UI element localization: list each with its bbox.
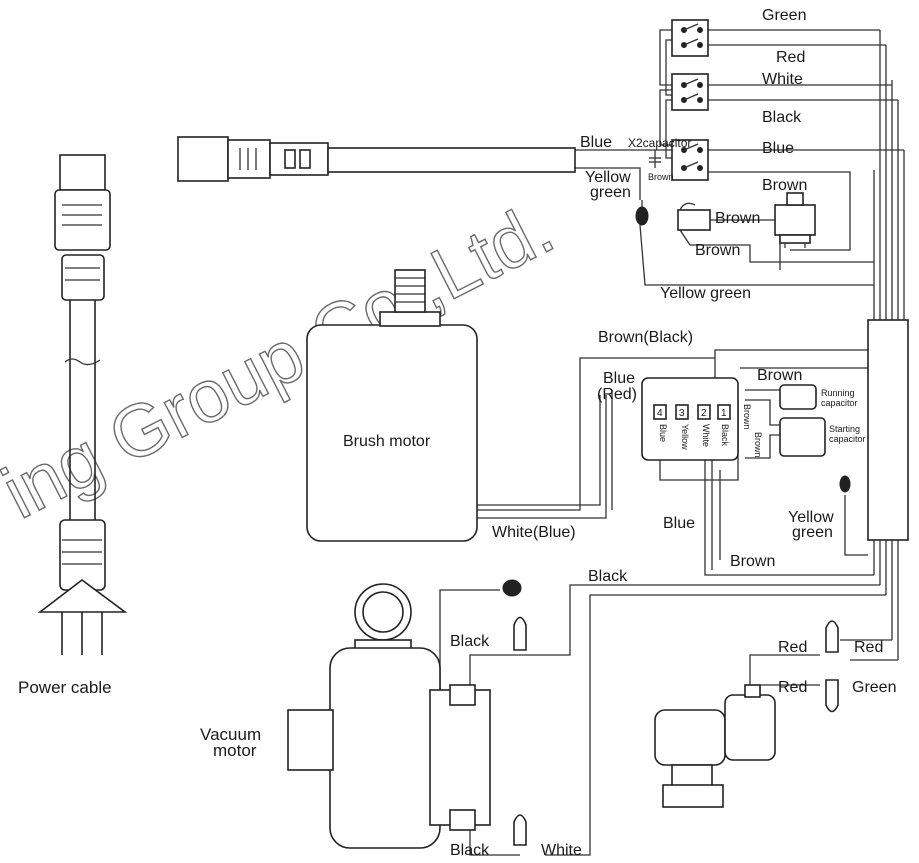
- micro-switch: [677, 202, 711, 231]
- label-term-4: 4: [657, 408, 663, 419]
- wire-harness: [867, 319, 909, 541]
- labels: Green Red White Black Blue Blue X2capaci…: [18, 7, 896, 859]
- label-starting-cap-2: capacitor: [829, 434, 866, 444]
- vacuum-motor: [287, 579, 522, 849]
- label-red-valve-2: Red: [854, 639, 883, 656]
- label-black-vac: Black: [450, 633, 490, 650]
- switch-middle: [671, 73, 709, 111]
- label-vacuum-2: motor: [213, 741, 257, 760]
- label-green-valve: Green: [852, 679, 896, 696]
- label-blue-red-1: Blue: [603, 370, 635, 387]
- label-white-blue: White(Blue): [492, 524, 576, 541]
- running-capacitor: [779, 384, 817, 410]
- label-black-bottom: Black: [450, 842, 490, 859]
- label-green: green: [590, 184, 631, 201]
- label-brown-mid: Brown: [715, 210, 760, 227]
- pressure-switch: [774, 192, 816, 248]
- label-power-cable: Power cable: [18, 678, 112, 697]
- label-black-top: Black: [762, 109, 802, 126]
- x2-capacitor: [649, 157, 661, 163]
- label-term-1: 1: [721, 408, 727, 419]
- label-yellow-green-long: Yellow green: [660, 285, 751, 302]
- label-x2capacitor: X2capacitor: [628, 136, 691, 150]
- label-vacuum-1: Vacuum: [200, 725, 261, 744]
- label-term-yellow: Yellow: [680, 424, 690, 450]
- label-red-top: Red: [776, 49, 805, 66]
- label-white-bottom: White: [541, 842, 582, 859]
- label-blue-right: Blue: [762, 140, 794, 157]
- brush-motor: [306, 269, 478, 542]
- label-running-cap-2: capacitor: [821, 398, 858, 408]
- label-starting-cap-1: Starting: [829, 424, 860, 434]
- switch-lower: [671, 139, 709, 181]
- label-red-valve-3: Red: [778, 679, 807, 696]
- label-blue-bottom: Blue: [663, 515, 695, 532]
- crimp-connector-vac-bottom: [513, 814, 527, 846]
- label-term-blue: Blue: [658, 424, 668, 442]
- starting-capacitor: [779, 417, 826, 457]
- label-white-top: White: [762, 71, 803, 88]
- label-black-top-vac: Black: [588, 568, 628, 585]
- label-red-valve-1: Red: [778, 639, 807, 656]
- label-term-brown1: Brown: [742, 404, 752, 430]
- label-blue-left: Blue: [580, 134, 612, 151]
- power-cord-connector: [177, 136, 576, 182]
- ground-terminal-right: [839, 475, 851, 493]
- crimp-connector-vac-top: [513, 616, 527, 651]
- ground-terminal-top: [635, 200, 649, 226]
- label-brush-motor: Brush motor: [343, 433, 431, 450]
- crimp-connector-valve-top: [825, 620, 839, 653]
- label-term-brown2: Brown: [753, 432, 763, 458]
- terminal-block: [641, 377, 739, 461]
- label-yellow-green-r2: green: [792, 524, 833, 541]
- label-brown-right: Brown: [762, 177, 807, 194]
- label-term-2: 2: [701, 408, 707, 419]
- label-yellow: Yellow: [585, 169, 631, 186]
- crimp-connector-valve-bottom: [825, 679, 839, 713]
- label-blue-red-2: (Red): [597, 386, 637, 403]
- solenoid-valve: [654, 684, 776, 808]
- switch-top: [671, 19, 709, 57]
- label-yellow-green-r1: Yellow: [788, 509, 834, 526]
- label-brown-low: Brown: [695, 242, 740, 259]
- label-running-cap-1: Running: [821, 388, 855, 398]
- label-green-top: Green: [762, 7, 806, 24]
- label-term-black: Black: [720, 424, 730, 447]
- label-term-white: White: [701, 424, 711, 447]
- label-brown-black: Brown(Black): [598, 329, 693, 346]
- power-plug: [37, 154, 128, 655]
- wiring: [69, 29, 905, 856]
- label-brown-bottom: Brown: [730, 553, 775, 570]
- label-term-3: 3: [679, 408, 685, 419]
- label-brown-cap: Brown: [757, 367, 802, 384]
- label-brown-small: Brown: [648, 172, 674, 182]
